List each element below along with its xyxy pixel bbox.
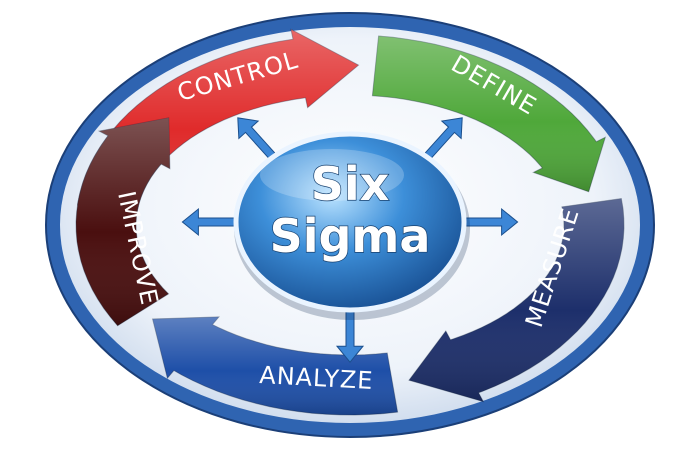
stage-arrow-shade-improve xyxy=(76,117,170,326)
core-title-line2: Sigma xyxy=(270,209,431,263)
stage-arrow-shade-define xyxy=(372,36,606,192)
arrow-down-icon xyxy=(335,309,365,363)
stage-arrow-shade-measure xyxy=(409,198,624,402)
radial-arrows xyxy=(181,117,519,363)
arrow-left-icon xyxy=(181,207,235,237)
arrow-up-left-icon xyxy=(237,117,277,160)
core-ellipse xyxy=(233,131,467,313)
cycle-arrows xyxy=(75,28,625,416)
core-title-line1: Six xyxy=(311,157,390,211)
stage-label-analyze: ANALYZE xyxy=(259,361,375,395)
arrow-right-icon xyxy=(465,207,519,237)
arrow-up-right-icon xyxy=(423,117,463,160)
stage-arrow-shade-analyze xyxy=(152,316,398,415)
core-highlight xyxy=(260,149,404,201)
